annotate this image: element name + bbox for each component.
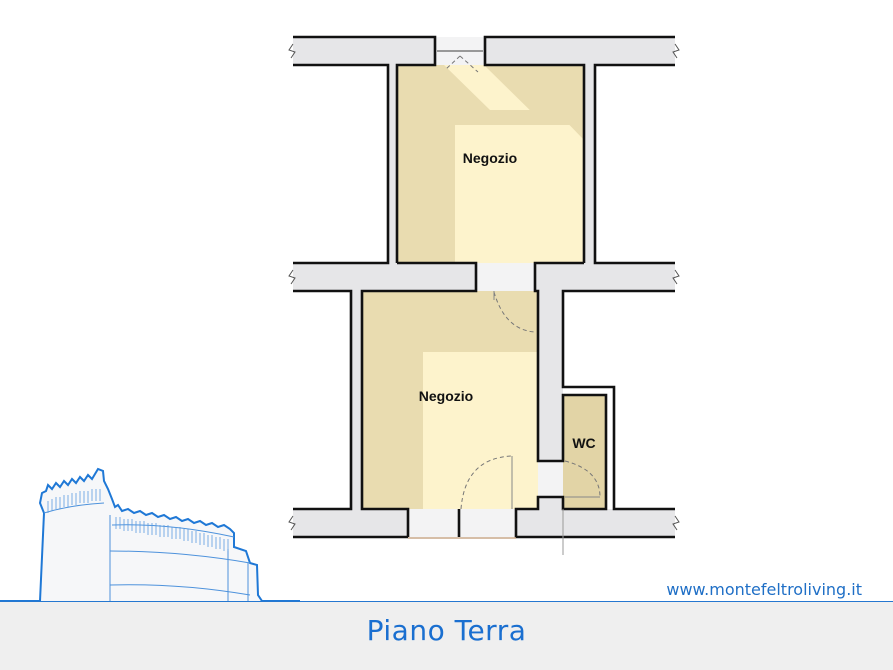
- wall-outlines: [293, 35, 675, 539]
- wall-break-marks: [288, 43, 680, 555]
- floor-title: Piano Terra: [366, 614, 527, 647]
- footer-band: [0, 602, 893, 670]
- walls: [293, 37, 675, 537]
- door-swings: [437, 50, 601, 510]
- room-lower-floor: [362, 291, 538, 509]
- room-upper-floor: [397, 65, 584, 263]
- castle-logo-icon: [0, 467, 300, 602]
- website-url: www.montefeltroliving.it: [666, 580, 862, 599]
- room-label-lower: Negozio: [419, 388, 473, 404]
- room-wc-floor: [563, 395, 606, 509]
- room-label-upper: Negozio: [463, 150, 517, 166]
- room-label-wc: WC: [572, 435, 595, 451]
- floor-plan: Negozio Negozio WC: [288, 35, 680, 555]
- door-leaves: [493, 291, 600, 509]
